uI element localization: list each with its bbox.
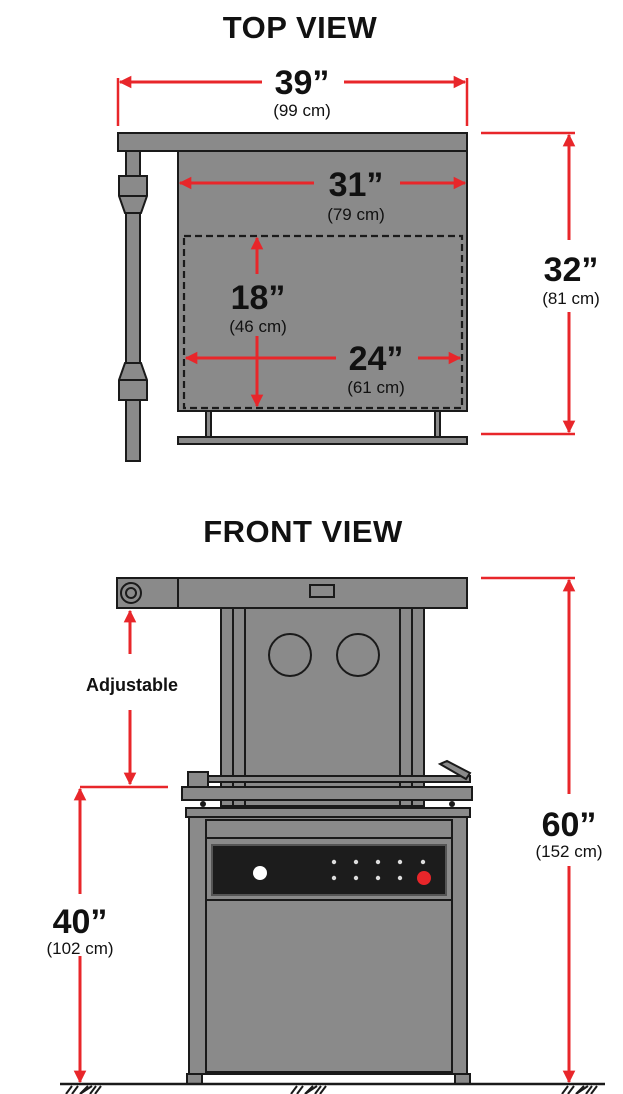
carriage-rail (207, 775, 471, 783)
overall-height-inches: 60” (542, 806, 597, 844)
roller-end-inner (125, 587, 137, 599)
width-inner-inches: 31” (329, 166, 384, 204)
top-bar (117, 132, 468, 152)
width-overall-cm: (99 cm) (273, 101, 331, 120)
chamber-outline (182, 234, 464, 410)
floor-hatch-left (65, 1085, 102, 1094)
dim-adjustable: Adjustable (86, 609, 178, 786)
depth-inches: 32” (544, 251, 599, 289)
clamp-upper (118, 175, 148, 214)
dim-chamber-depth: 18” (46 cm) (229, 236, 287, 408)
fitting-left (268, 633, 312, 677)
front-view: FRONT VIEW (46, 514, 605, 1094)
header-bar (116, 577, 468, 609)
width-inner-cm: (79 cm) (327, 205, 385, 224)
control-panel-bezel (211, 844, 447, 896)
foot-left (186, 1073, 203, 1085)
top-bottom-rail (177, 436, 468, 445)
header-slot (309, 584, 335, 598)
chamber-depth-inches: 18” (231, 279, 286, 317)
dim-width-overall: 39” (99 cm) (116, 64, 469, 126)
adjustable-label: Adjustable (86, 675, 178, 695)
overall-height-cm: (152 cm) (535, 842, 602, 861)
clamp-lower (118, 362, 148, 401)
fitting-right (336, 633, 380, 677)
chamber-depth-cm: (46 cm) (229, 317, 287, 336)
table-height-inches: 40” (53, 903, 108, 941)
cabinet-top (185, 807, 471, 818)
front-view-title: FRONT VIEW (203, 514, 403, 549)
floor-hatch-middle (290, 1085, 327, 1094)
dim-chamber-width: 24” (61 cm) (184, 340, 462, 397)
width-overall-inches: 39” (275, 64, 330, 102)
floor-hatch-right (561, 1085, 598, 1094)
control-panel (211, 844, 447, 896)
top-body (177, 150, 468, 412)
depth-cm: (81 cm) (542, 289, 600, 308)
table-height-cm: (102 cm) (46, 939, 113, 958)
top-view: TOP VIEW 39” (99 c (116, 10, 600, 462)
dim-overall-height: 60” (152 cm) (481, 576, 603, 1084)
floor (60, 1082, 605, 1094)
handle (437, 759, 472, 781)
carriage-plate (181, 786, 473, 801)
top-view-machine (117, 132, 468, 462)
indicator-dots (331, 859, 426, 881)
top-view-title: TOP VIEW (223, 10, 378, 45)
dim-width-inner: 31” (79 cm) (178, 166, 467, 224)
chamber-width-cm: (61 cm) (347, 378, 405, 397)
stop-indicator (417, 871, 431, 885)
dim-depth: 32” (81 cm) (481, 131, 600, 436)
power-indicator (253, 866, 267, 880)
foot-right (454, 1073, 471, 1085)
front-view-machine (116, 577, 473, 1085)
chamber-width-inches: 24” (349, 340, 404, 378)
dim-table-height: 40” (102 cm) (46, 785, 168, 1084)
